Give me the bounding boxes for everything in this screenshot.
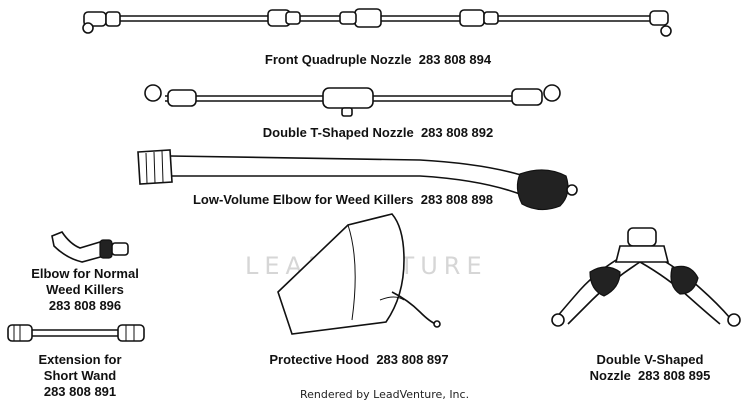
- part-name-line-2: Short Wand: [43, 368, 117, 383]
- protective-hood-drawing: [277, 213, 441, 335]
- label-low-volume-elbow: Low-Volume Elbow for Weed Killers 283 80…: [193, 192, 493, 208]
- label-double-v-shaped-nozzle: Double V-Shaped Nozzle 283 808 895: [590, 352, 711, 384]
- part-number: 283 808 894: [418, 52, 492, 67]
- part-name-line-1: Extension for: [38, 352, 122, 367]
- extension-short-wand-drawing: [7, 324, 145, 342]
- low-volume-elbow-drawing: [137, 149, 578, 211]
- part-name-line-2: Weed Killers: [46, 282, 124, 297]
- part-number: 283 808 891: [43, 384, 117, 399]
- part-name: Double T-Shaped Nozzle: [262, 125, 414, 140]
- label-front-quadruple-nozzle: Front Quadruple Nozzle 283 808 894: [265, 52, 491, 68]
- double-t-shaped-nozzle-drawing: [144, 84, 561, 117]
- part-name-line-2: Nozzle: [589, 368, 631, 383]
- label-extension-short-wand: Extension for Short Wand 283 808 891: [38, 352, 121, 400]
- elbow-normal-drawing: [51, 231, 129, 263]
- part-number: 283 808 892: [420, 125, 494, 140]
- part-name: Low-Volume Elbow for Weed Killers: [192, 192, 414, 207]
- part-name-line-1: Elbow for Normal: [31, 266, 139, 281]
- label-elbow-normal: Elbow for Normal Weed Killers 283 808 89…: [31, 266, 139, 314]
- part-name: Protective Hood: [269, 352, 370, 367]
- part-name-line-1: Double V-Shaped: [596, 352, 704, 367]
- part-number: 283 808 898: [420, 192, 494, 207]
- part-number: 283 808 896: [48, 298, 122, 313]
- footer-credit: Rendered by LeadVenture, Inc.: [300, 388, 470, 401]
- label-double-t-shaped-nozzle: Double T-Shaped Nozzle 283 808 892: [263, 125, 494, 141]
- part-number: 283 808 897: [376, 352, 449, 367]
- label-protective-hood: Protective Hood 283 808 897: [269, 352, 448, 368]
- double-v-shaped-nozzle-drawing: [551, 227, 741, 327]
- part-number: 283 808 895: [638, 368, 711, 383]
- part-name: Front Quadruple Nozzle: [264, 52, 412, 67]
- front-quadruple-nozzle-drawing: [82, 8, 672, 37]
